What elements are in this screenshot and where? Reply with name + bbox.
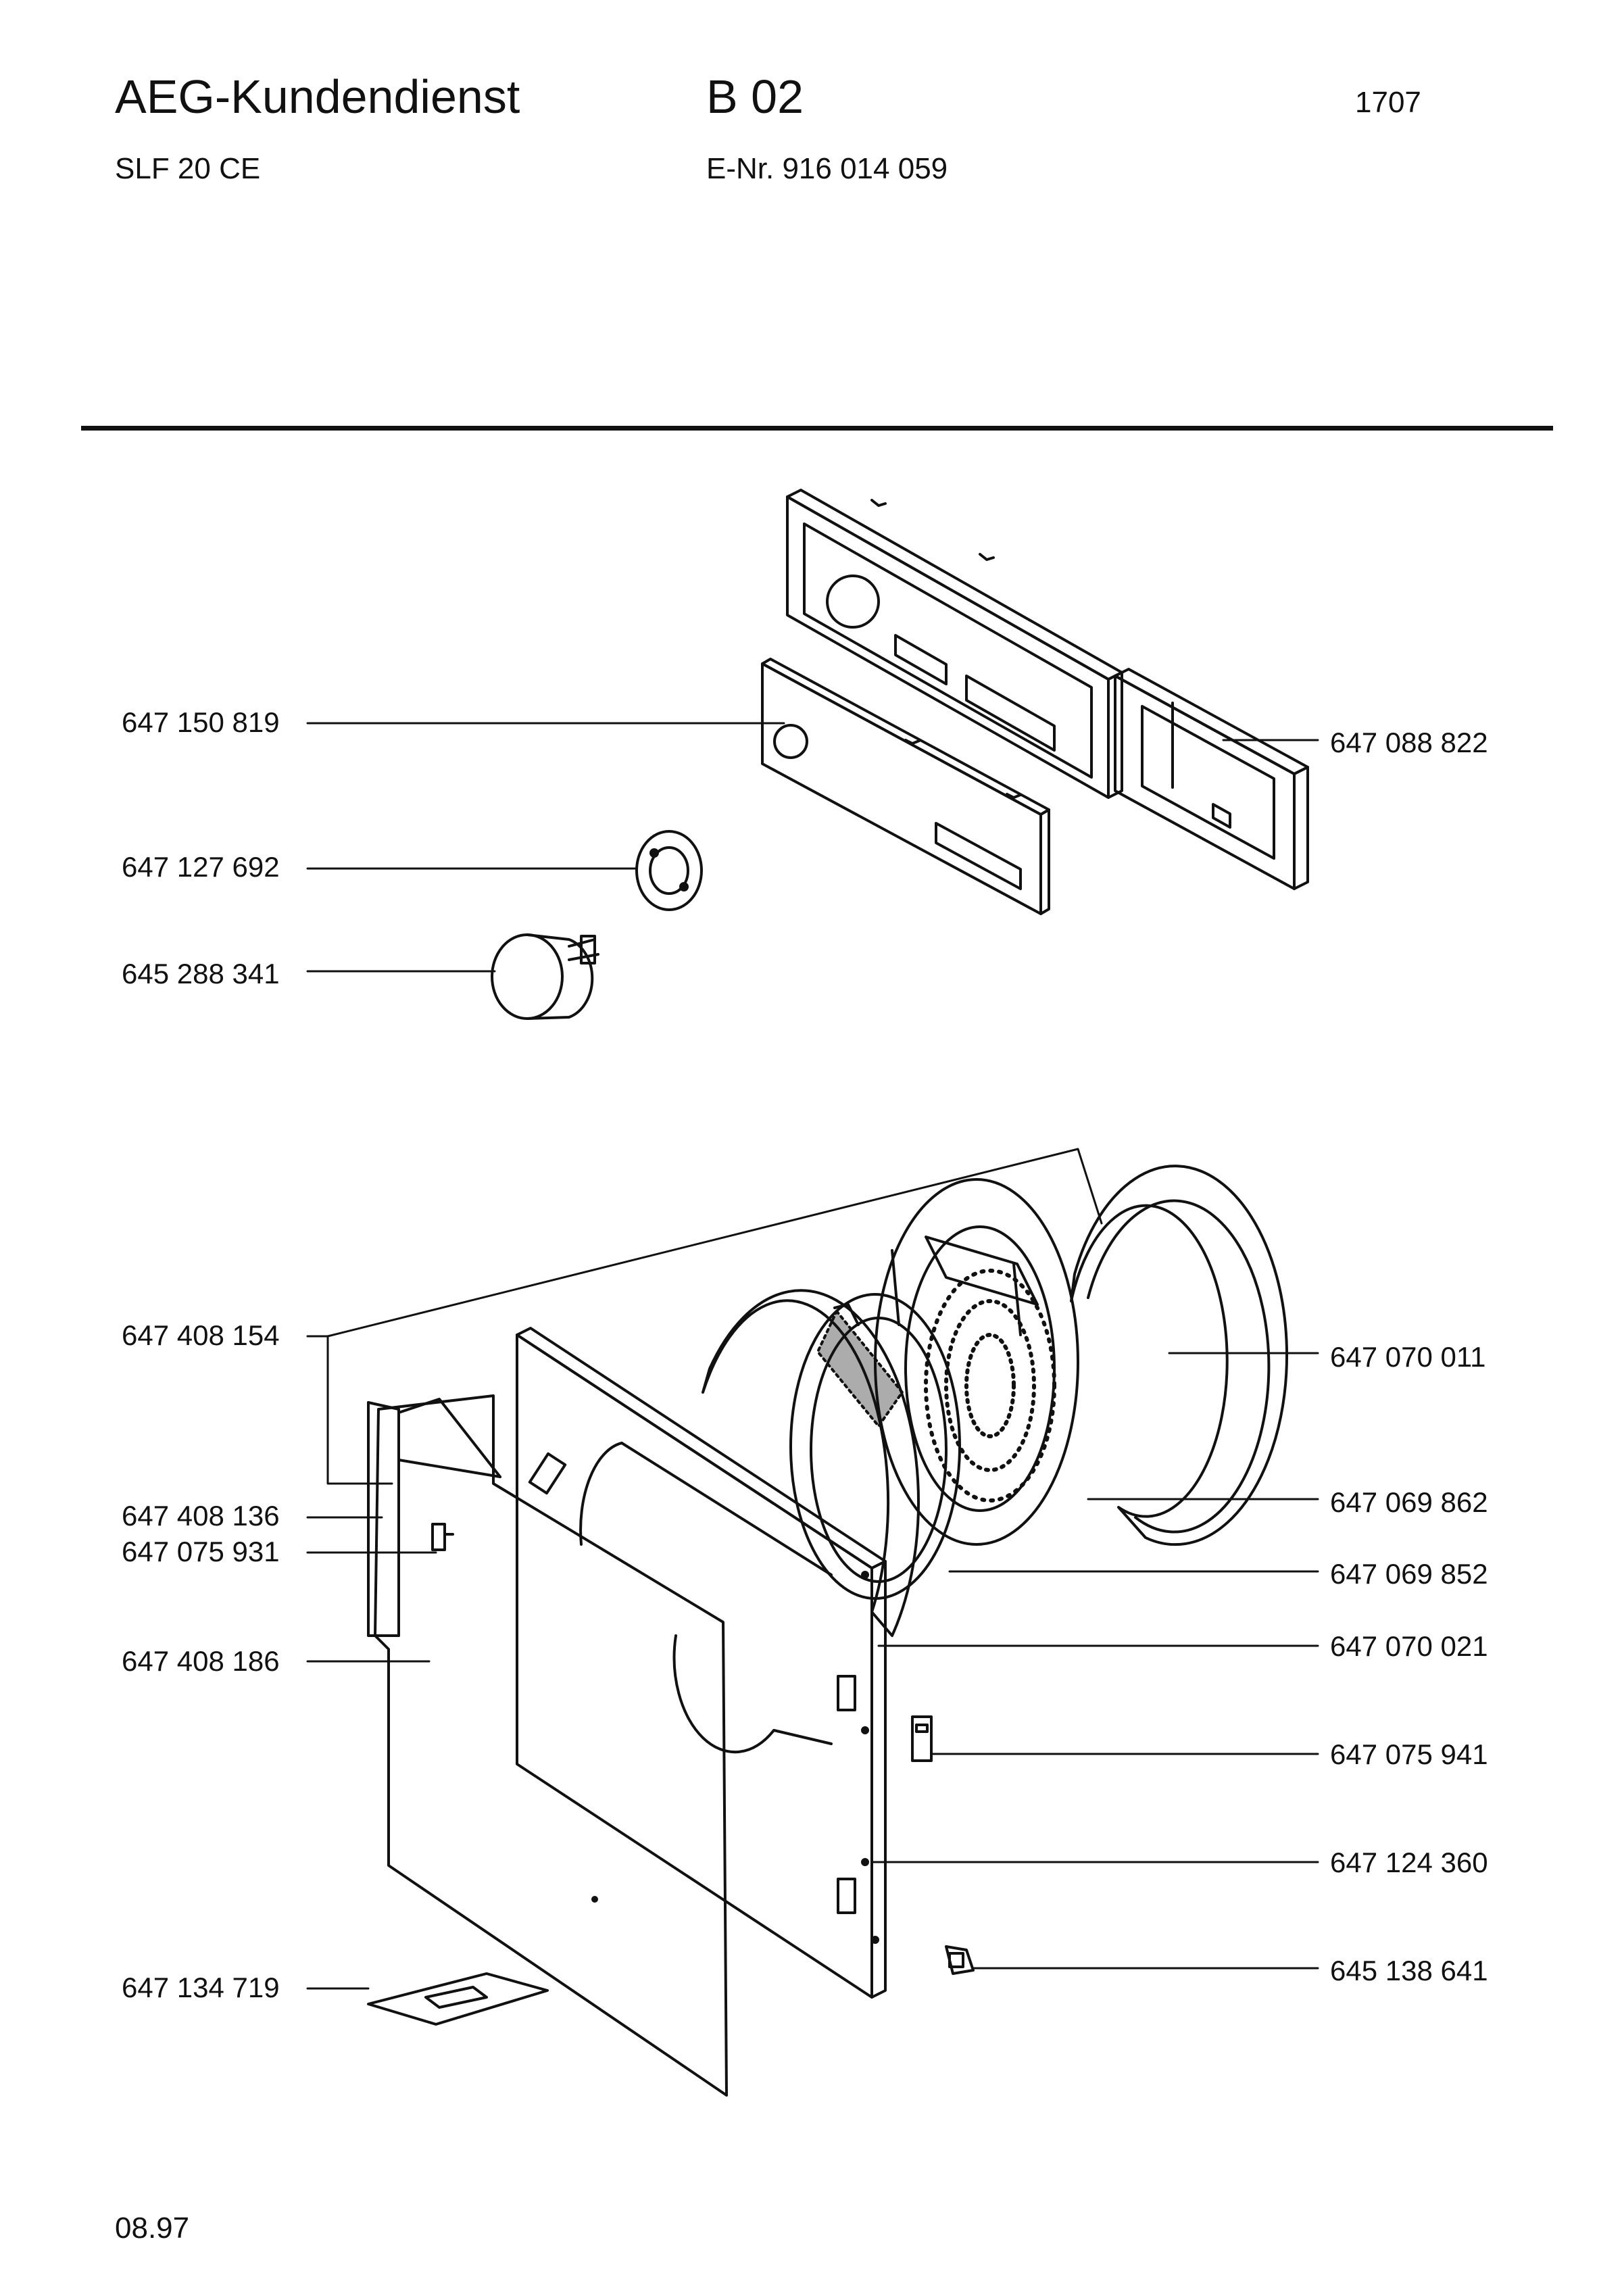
callout-label: 647 127 692 bbox=[122, 851, 280, 883]
callout-label: 647 408 186 bbox=[122, 1645, 280, 1677]
callout-label: 647 069 852 bbox=[1330, 1558, 1488, 1590]
door-gasket-ring-rear bbox=[1071, 1166, 1287, 1544]
door-frame-panel bbox=[1115, 669, 1308, 889]
door-catch bbox=[946, 1947, 973, 1974]
section-code: B 02 bbox=[706, 70, 804, 123]
door-outer-frame bbox=[517, 1328, 885, 1997]
callout-label: 647 408 136 bbox=[122, 1500, 280, 1532]
sheet-number: 1707 bbox=[1355, 86, 1421, 119]
door-gasket-ring-front bbox=[703, 1290, 918, 1636]
callout-label: 647 070 011 bbox=[1330, 1341, 1486, 1373]
callout-label: 647 075 941 bbox=[1330, 1738, 1488, 1770]
callout-label: 645 138 641 bbox=[1330, 1955, 1488, 1986]
header-divider bbox=[81, 426, 1553, 431]
control-panel-frame bbox=[787, 490, 1122, 798]
callout-label: 647 075 931 bbox=[122, 1536, 280, 1567]
leader-lines bbox=[308, 723, 1318, 1988]
knob-bezel bbox=[637, 831, 702, 910]
callout-label: 647 408 154 bbox=[122, 1319, 280, 1351]
model-name: SLF 20 CE bbox=[115, 152, 261, 185]
callout-label: 647 088 822 bbox=[1330, 727, 1488, 758]
e-number: E-Nr. 916 014 059 bbox=[706, 152, 948, 185]
callout-label: 647 124 360 bbox=[1330, 1847, 1488, 1878]
callout-label: 647 150 819 bbox=[122, 706, 280, 738]
door-inner-shell bbox=[875, 1179, 1078, 1544]
hinge-plate bbox=[912, 1717, 931, 1761]
callout-label: 645 288 341 bbox=[122, 958, 280, 990]
footer-date: 08.97 bbox=[115, 2212, 190, 2245]
instruction-label bbox=[368, 1974, 547, 2024]
door-cover-panel bbox=[368, 1396, 727, 2095]
page-title: AEG-Kundendienst bbox=[115, 70, 520, 123]
door-glass-grid bbox=[926, 1271, 1054, 1500]
panel-cover bbox=[762, 659, 1049, 914]
callout-label: 647 069 862 bbox=[1330, 1486, 1488, 1518]
callout-label: 647 070 021 bbox=[1330, 1630, 1488, 1662]
program-knob bbox=[492, 935, 598, 1019]
callout-label: 647 134 719 bbox=[122, 1972, 280, 2003]
door-handle-clip bbox=[433, 1524, 453, 1550]
